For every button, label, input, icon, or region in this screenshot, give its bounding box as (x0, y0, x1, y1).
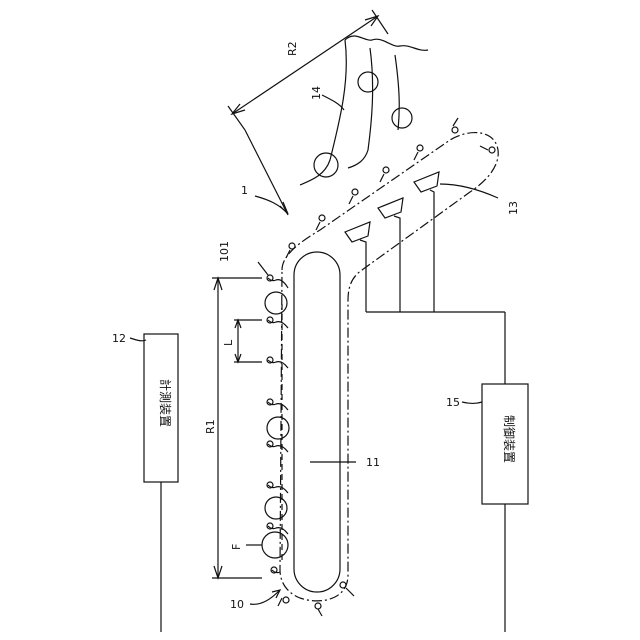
wire-device-2 (394, 216, 400, 312)
label-ref-11: 11 (366, 456, 380, 469)
leader-14 (322, 95, 344, 110)
sorting-device-3 (414, 172, 439, 192)
dimension-r2-tick-a (228, 106, 245, 130)
label-item-f: F (230, 544, 243, 550)
label-ref-101: 101 (218, 241, 231, 262)
leader-13 (440, 184, 498, 198)
item-f-3 (265, 497, 287, 519)
sorting-device-2 (378, 198, 403, 218)
label-ref-13: 13 (507, 201, 520, 215)
leader-15 (462, 402, 482, 404)
leader-10 (250, 590, 280, 604)
leader-101 (258, 262, 268, 275)
label-dim-r1: R1 (204, 419, 217, 434)
item-f-2 (267, 417, 289, 439)
leader-r2-span (245, 130, 288, 215)
label-ref-15: 15 (446, 396, 460, 409)
chute-wavy-edge (345, 36, 428, 50)
label-dim-l: L (222, 339, 235, 346)
wire-device-1 (360, 240, 366, 312)
measuring-device-label: 計測装置 (158, 379, 173, 427)
chute-outline-2 (348, 48, 373, 168)
reference-labels: 1 10 101 11 12 13 14 15 R1 R2 L F (112, 41, 520, 611)
item-f-1 (265, 292, 287, 314)
label-ref-14: 14 (310, 86, 323, 100)
control-device-label: 制御装置 (502, 415, 517, 463)
conveyor-track-path (280, 133, 498, 601)
label-ref-1: 1 (241, 184, 248, 197)
item-f-4 (262, 532, 288, 558)
label-ref-10: 10 (230, 598, 244, 611)
chute-ball-1 (358, 72, 378, 92)
dimension-r2-line (232, 16, 378, 114)
main-conveyor-belt (294, 252, 340, 592)
label-ref-12: 12 (112, 332, 126, 345)
chute-outline-3 (395, 55, 399, 130)
chute-ball-2 (392, 108, 412, 128)
chute-ball-3 (314, 153, 338, 177)
wire-device-3 (430, 190, 434, 312)
label-dim-r2: R2 (286, 41, 299, 56)
sorting-device-1 (345, 222, 370, 242)
chute-outline-1 (300, 40, 346, 185)
hook-holders (267, 118, 495, 616)
